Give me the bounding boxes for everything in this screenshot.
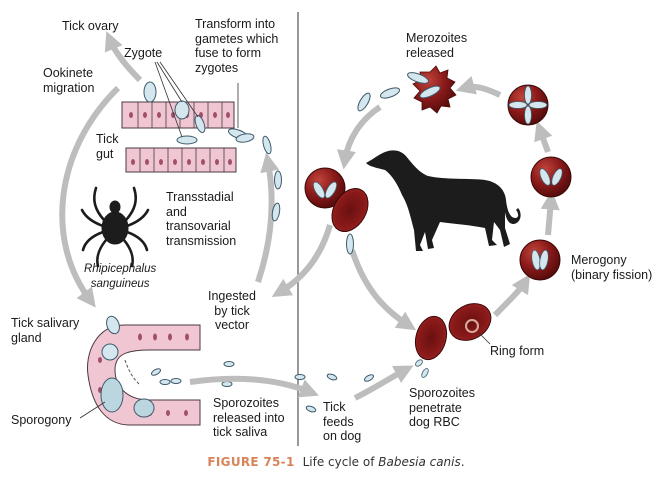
tick-salivary-gland	[86, 315, 201, 426]
arrow-ring-to-merogony	[492, 273, 531, 318]
caption-suffix: .	[460, 455, 465, 469]
label-ookinete-migration: Ookinete migration	[43, 66, 95, 95]
free-merozoites	[346, 87, 400, 255]
arrow-to-released	[455, 76, 502, 98]
zygote-parasites	[143, 81, 282, 222]
rbc-infected-left	[304, 167, 346, 209]
label-merozoites-released: Merozoites released	[406, 31, 468, 60]
caption-prefix: Life cycle of	[302, 455, 379, 469]
rbc-four-merozoites	[507, 84, 549, 126]
label-zygote: Zygote	[124, 46, 163, 60]
rbc-merogony	[519, 239, 561, 281]
label-tick-species: Rhipicephalus sanguineus	[84, 263, 157, 290]
figure-caption: FIGURE 75-1 Life cycle of Babesia canis.	[0, 455, 672, 469]
arrow-rbc-to-ring	[349, 249, 417, 331]
arrow-saliva-to-dog	[189, 375, 319, 398]
label-merogony: Merogony (binary fission)	[571, 253, 653, 282]
arrow-ingested-up	[255, 152, 280, 283]
label-salivary-gland: Tick salivary gland	[11, 316, 80, 345]
label-tick-gut: Tick gut	[96, 132, 119, 161]
label-sporozoites-penetrate: Sporozoites penetrate dog RBC	[409, 386, 476, 429]
rbc-ring-form	[448, 303, 492, 341]
sporogony-cluster	[100, 377, 124, 413]
label-sporogony: Sporogony	[11, 413, 72, 427]
figure-number: FIGURE 75-1	[207, 455, 295, 469]
released-sporozoites	[150, 361, 375, 413]
arrow-feeds-to-rbc	[353, 365, 414, 401]
dog-icon	[366, 150, 521, 251]
ruptured-rbc	[407, 65, 457, 114]
tick-icon	[80, 186, 150, 268]
sporogony-pointer	[79, 401, 106, 419]
label-transform-gametes: Transform into gametes which fuse to for…	[195, 17, 279, 75]
rbc-uninfected-left	[331, 188, 369, 232]
arrow-to-tick-ovary	[104, 31, 143, 83]
arrow-rbc-to-tick	[271, 224, 333, 297]
zygote-pointer-lines	[154, 61, 239, 138]
sporozoite-cluster	[133, 398, 155, 418]
rbc-penetrated	[414, 315, 448, 378]
label-tick-feeds: Tick feeds on dog	[323, 400, 362, 443]
label-transmission: Transstadial and transovarial transmissi…	[166, 190, 237, 248]
label-tick-ovary: Tick ovary	[62, 19, 119, 33]
rbc-two-merozoites-upper	[530, 156, 572, 198]
arrow-ookinete-to-salivary	[59, 85, 121, 308]
arrow-merogony-up	[540, 190, 560, 236]
tick-gut-lower-epithelium	[125, 147, 237, 173]
arrow-released-to-rbc	[336, 104, 382, 170]
caption-species: Babesia canis	[378, 455, 461, 469]
arrow-to-four-merozoites	[534, 120, 553, 154]
ring-form-pointer	[477, 331, 491, 345]
label-ring-form: Ring form	[490, 344, 545, 358]
label-ingested-by-tick: Ingested by tick vector	[208, 289, 256, 332]
label-sporozoites-released: Sporozoites released into tick saliva	[213, 396, 285, 439]
